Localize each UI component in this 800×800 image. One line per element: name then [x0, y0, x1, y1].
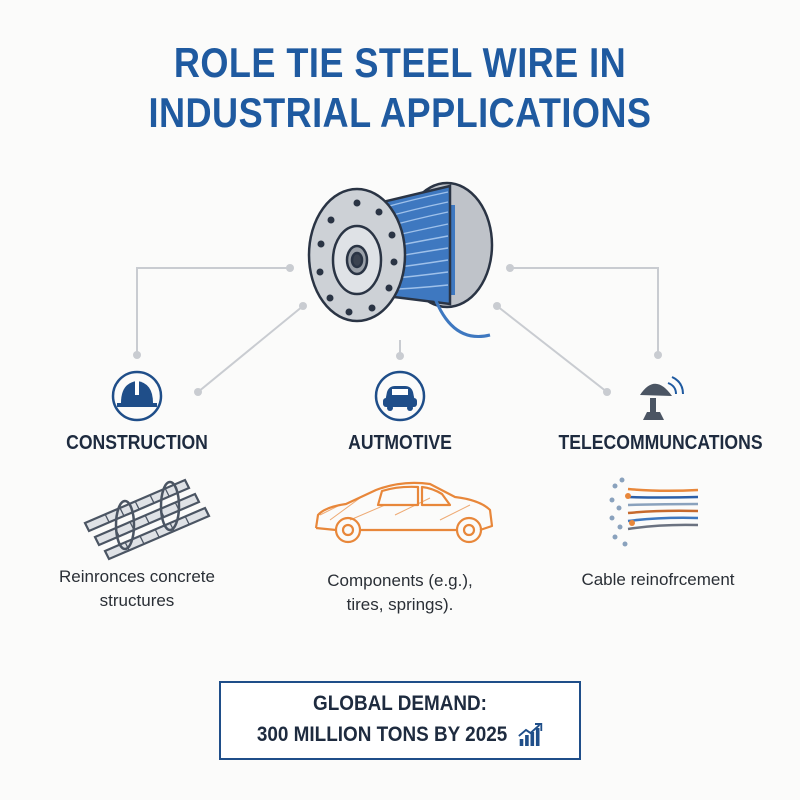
satellite-dish-icon	[640, 376, 684, 420]
connector-left	[136, 267, 290, 355]
demand-label: GLOBAL DEMAND:	[313, 692, 487, 715]
heading-telecommunications: TELECOMMUNCATIONS	[558, 432, 763, 454]
description-telecommunications-line-1: Cable reinofrcement	[581, 570, 735, 589]
connector-right-diag	[496, 305, 608, 393]
demand-value-row: 300 MILLION TONS BY 2025	[239, 723, 561, 747]
hard-hat-icon	[111, 370, 163, 422]
global-demand-box: GLOBAL DEMAND: 300 MILLION TONS BY 2025	[219, 681, 581, 760]
connector-left-diag	[197, 305, 304, 393]
description-automotive-line-1: Components (e.g.),	[327, 571, 473, 590]
fiber-cable-icon	[609, 477, 699, 547]
description-construction-line-2: structures	[99, 591, 175, 610]
description-construction-line-1: Reinronces concrete	[59, 567, 215, 586]
sedan-icon	[314, 481, 494, 544]
description-construction: Reinronces concrete structures	[37, 565, 237, 613]
connector-dots	[133, 264, 662, 396]
description-automotive: Components (e.g.), tires, springs).	[300, 569, 500, 617]
rebar-icon	[83, 478, 211, 561]
heading-automotive: AUTMOTIVE	[348, 432, 452, 454]
connector-right	[510, 267, 659, 355]
title-line-1: ROLE TIE STEEL WIRE IN	[173, 39, 627, 86]
demand-value: 300 MILLION TONS BY 2025	[256, 723, 508, 747]
connector-lines	[136, 267, 659, 393]
heading-construction: CONSTRUCTION	[66, 432, 208, 454]
title-line-2: INDUSTRIAL APPLICATIONS	[148, 89, 652, 136]
wire-spool-icon	[307, 181, 494, 338]
description-telecommunications: Cable reinofrcement	[558, 568, 758, 592]
page-title: ROLE TIE STEEL WIRE IN INDUSTRIAL APPLIC…	[56, 38, 744, 138]
car-icon	[374, 370, 426, 422]
growth-chart-icon	[518, 723, 543, 747]
description-automotive-line-2: tires, springs).	[346, 595, 454, 614]
